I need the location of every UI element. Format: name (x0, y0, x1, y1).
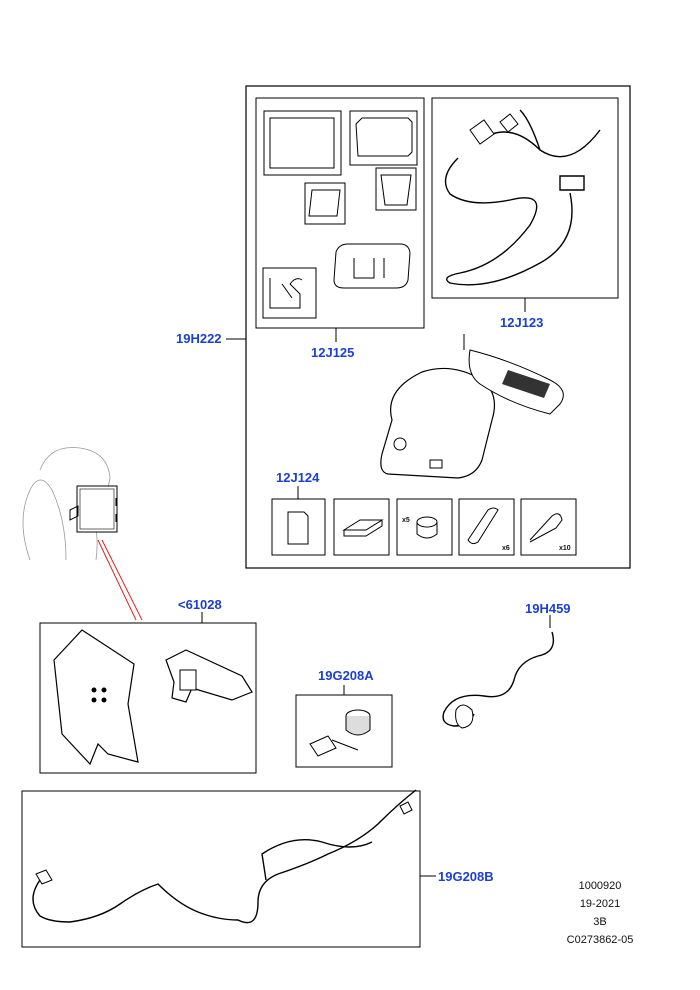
footer-line-4: C0273862-05 (566, 934, 634, 946)
footer-line-3: 3B (593, 916, 607, 928)
red-leader-a (97, 539, 137, 621)
callout-clip-kit[interactable]: 19G208A (318, 668, 374, 683)
screen-film-large (263, 110, 342, 176)
grommet-box (396, 498, 453, 556)
screen-film-small-right (375, 167, 417, 211)
callout-bracket[interactable]: <61028 (178, 597, 222, 612)
sd-card-box (271, 498, 326, 556)
qty-strap: x10 (559, 545, 571, 552)
main-kit-frame (245, 85, 631, 569)
callout-lead-long[interactable]: 19G208B (438, 869, 494, 884)
screen-film-medium (349, 110, 418, 166)
harness-cable (444, 109, 601, 286)
callout-accessory-kit[interactable]: 12J124 (276, 470, 320, 485)
qty-grommet: x5 (402, 517, 410, 524)
footer-line-2: 19-2021 (579, 898, 621, 910)
sleeve-box (458, 498, 515, 556)
adhesive-pad (333, 243, 411, 289)
cleaning-wipe (262, 267, 317, 319)
footer-line-1: 1000920 (578, 880, 622, 892)
tablet-on-headrest (76, 485, 118, 533)
mount-kit-frame (255, 97, 425, 329)
bracket-frame (39, 622, 257, 774)
tablet-holder-plate (53, 629, 139, 766)
callout-lead-short[interactable]: 19H459 (525, 601, 571, 616)
lead-long-frame (21, 790, 421, 948)
callout-harness-kit[interactable]: 12J123 (500, 315, 544, 330)
strap-box (520, 498, 577, 556)
lead-short-cable (442, 631, 555, 727)
foam-pad-box (333, 498, 390, 556)
callout-main-kit[interactable]: 19H222 (176, 331, 222, 346)
headrest-clamp (165, 649, 253, 703)
camera-unit (380, 367, 495, 479)
screen-film-small-left (304, 182, 346, 225)
clip-kit-frame (295, 694, 393, 768)
red-leader-b (101, 539, 143, 621)
qty-sleeve: x6 (502, 545, 510, 552)
lead-long-cable (32, 789, 417, 924)
callout-mount-kit[interactable]: 12J125 (311, 345, 355, 360)
